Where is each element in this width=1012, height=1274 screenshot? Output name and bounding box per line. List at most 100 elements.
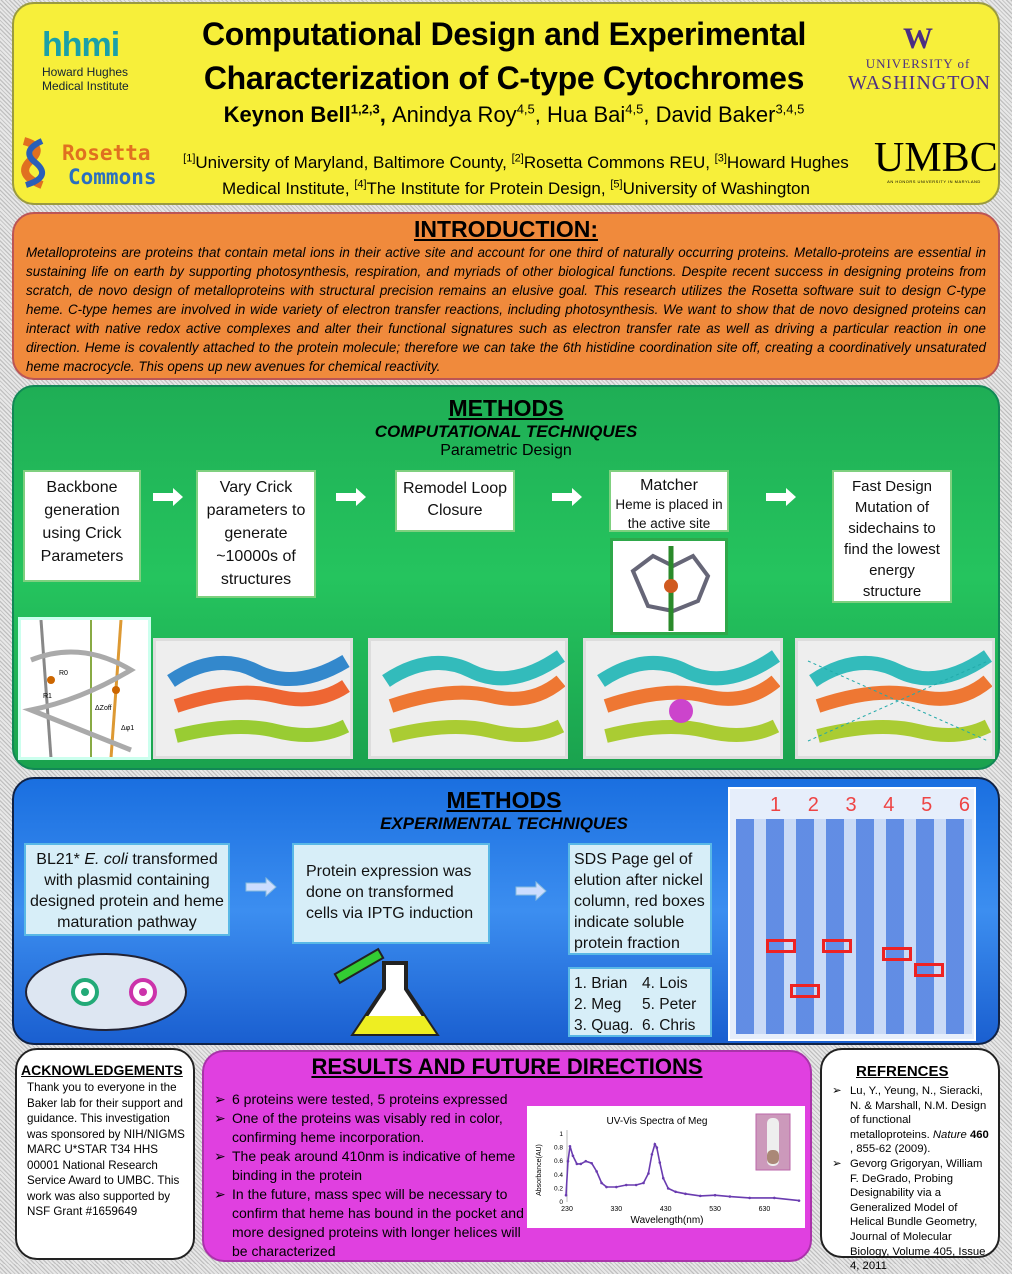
x-tick-label: 530 — [709, 1206, 721, 1213]
data-point — [728, 1195, 732, 1198]
author: Keynon Bell1,2,3, — [223, 102, 392, 128]
data-point — [647, 1172, 650, 1175]
data-point — [658, 1161, 662, 1164]
results-list: 6 proteins were tested, 5 proteins expre… — [214, 1090, 524, 1261]
data-point — [684, 1192, 687, 1196]
uw-text: UNIVERSITY of — [865, 56, 971, 71]
data-point — [653, 1142, 657, 1146]
data-point — [605, 1185, 608, 1189]
x-tick-label: 430 — [660, 1206, 672, 1213]
heme-structure-image — [610, 538, 728, 635]
computational-methods-section: METHODS COMPUTATIONAL TECHNIQUES Paramet… — [12, 385, 1000, 770]
step-fast-design: Fast Design Mutation of sidechains to fi… — [832, 470, 952, 603]
author: Hua Bai4,5, — [547, 102, 656, 128]
header-banner: hhmi Howard Hughes Medical Institute Com… — [12, 2, 1000, 205]
data-point — [634, 1183, 638, 1187]
x-axis-label: Wavelength(nm) — [631, 1215, 704, 1226]
data-point — [624, 1183, 628, 1187]
introduction-section: INTRODUCTION: Metalloproteins are protei… — [12, 212, 1000, 380]
y-axis-label: Absorbance(AU) — [536, 1144, 543, 1196]
data-point — [566, 1159, 570, 1163]
data-point — [564, 1193, 568, 1197]
author: David Baker3,4,5 — [655, 102, 805, 128]
intro-text: Metalloproteins are proteins that contai… — [26, 245, 986, 374]
affiliation: [3]Howard Hughes Medical Institute, — [222, 152, 849, 199]
step-remodel: Remodel Loop Closure — [395, 470, 515, 532]
data-point — [579, 1162, 583, 1166]
commons-text: Commons — [68, 165, 157, 189]
data-point — [674, 1190, 677, 1194]
y-tick-label: 0.4 — [554, 1172, 563, 1179]
chart-title: UV-Vis Spectra of Meg — [607, 1116, 708, 1127]
arrow-right-icon — [153, 488, 183, 506]
data-point — [575, 1162, 579, 1166]
arrow-right-icon — [515, 881, 547, 901]
diagram-label: R1 — [43, 693, 52, 700]
data-point — [797, 1199, 801, 1202]
fast-design-render — [795, 638, 995, 759]
step-backbone: Backbone generation using Crick Paramete… — [23, 470, 141, 582]
data-point — [568, 1144, 572, 1148]
x-tick-label: 630 — [759, 1206, 771, 1213]
diagram-label: Δφ1 — [121, 725, 134, 732]
data-point — [661, 1176, 665, 1180]
y-tick-label: 0.6 — [554, 1158, 563, 1165]
experimental-methods-section: METHODS EXPERIMENTAL TECHNIQUES BL21* E.… — [12, 777, 1000, 1045]
data-point — [642, 1181, 645, 1185]
methods-subtitle: COMPUTATIONAL TECHNIQUES — [374, 422, 638, 441]
data-point — [666, 1187, 670, 1190]
data-point — [590, 1161, 593, 1165]
data-point — [748, 1196, 751, 1200]
step-expression: Protein expression was done on transform… — [292, 843, 490, 944]
umbc-logo: UMBC AN HONORS UNIVERSITY IN MARYLAND — [874, 135, 998, 184]
flask-icon — [333, 947, 440, 1036]
data-point — [600, 1181, 603, 1185]
step-vary-crick: Vary Crick parameters to generate ~10000… — [196, 470, 316, 598]
data-point — [698, 1194, 702, 1198]
list-item: The peak around 410nm is indicative of h… — [214, 1147, 524, 1185]
remodel-helix-render — [368, 638, 568, 759]
red-box — [766, 939, 796, 953]
step-sds-page: SDS Page gel of elution after nickel col… — [568, 843, 712, 955]
uw-text: WASHINGTON — [848, 72, 991, 94]
affiliation: [5]University of Washington — [610, 178, 810, 199]
affiliation: [1]University of Maryland, Baltimore Cou… — [183, 152, 512, 172]
affiliation: [4]The Institute for Protein Design, — [354, 178, 611, 199]
results-section: RESULTS AND FUTURE DIRECTIONS 6 proteins… — [202, 1050, 812, 1262]
refs-list: Lu, Y., Yeung, N., Sieracki, N. & Marsha… — [822, 1080, 998, 1274]
petri-dish-icon — [25, 953, 187, 1031]
ack-text: Thank you to everyone in the Baker lab f… — [27, 1081, 185, 1218]
affiliation: [2]Rosetta Commons REU, — [511, 152, 715, 172]
diagram-label: ΔZoff — [95, 705, 112, 712]
hhmi-sub: Medical Institute — [42, 79, 129, 93]
hhmi-sub: Howard Hughes — [42, 65, 129, 79]
matcher-title: Matcher — [640, 477, 698, 494]
list-item: 6 proteins were tested, 5 proteins expre… — [214, 1090, 524, 1109]
red-box — [914, 963, 944, 977]
data-point — [773, 1196, 776, 1200]
backbone-helix-render — [153, 638, 353, 759]
hhmi-wordmark: hhmi — [42, 26, 120, 64]
matcher-sub: Heme is placed in the active site — [615, 497, 723, 531]
hhmi-logo: hhmi Howard Hughes Medical Institute — [42, 26, 142, 93]
data-point — [713, 1193, 717, 1197]
references-section: REFRENCES Lu, Y., Yeung, N., Sieracki, N… — [820, 1048, 1000, 1272]
list-item: Lu, Y., Yeung, N., Sieracki, N. & Marsha… — [832, 1084, 992, 1157]
y-tick-label: 1 — [559, 1131, 563, 1138]
rosetta-helix-icon — [21, 137, 46, 189]
author: Anindya Roy4,5, — [391, 102, 547, 128]
umbc-sub: AN HONORS UNIVERSITY IN MARYLAND — [887, 179, 981, 184]
uw-w: W — [903, 22, 933, 55]
umbc-wordmark: UMBC — [874, 135, 998, 181]
arrow-right-icon — [336, 488, 366, 506]
red-box — [822, 939, 852, 953]
parametric-design-label: Parametric Design — [440, 442, 572, 459]
arrow-right-icon — [552, 488, 582, 506]
methods-title: METHODS — [446, 787, 562, 813]
data-point — [571, 1154, 575, 1158]
arrow-right-icon — [766, 488, 796, 506]
y-tick-label: 0 — [559, 1199, 563, 1206]
